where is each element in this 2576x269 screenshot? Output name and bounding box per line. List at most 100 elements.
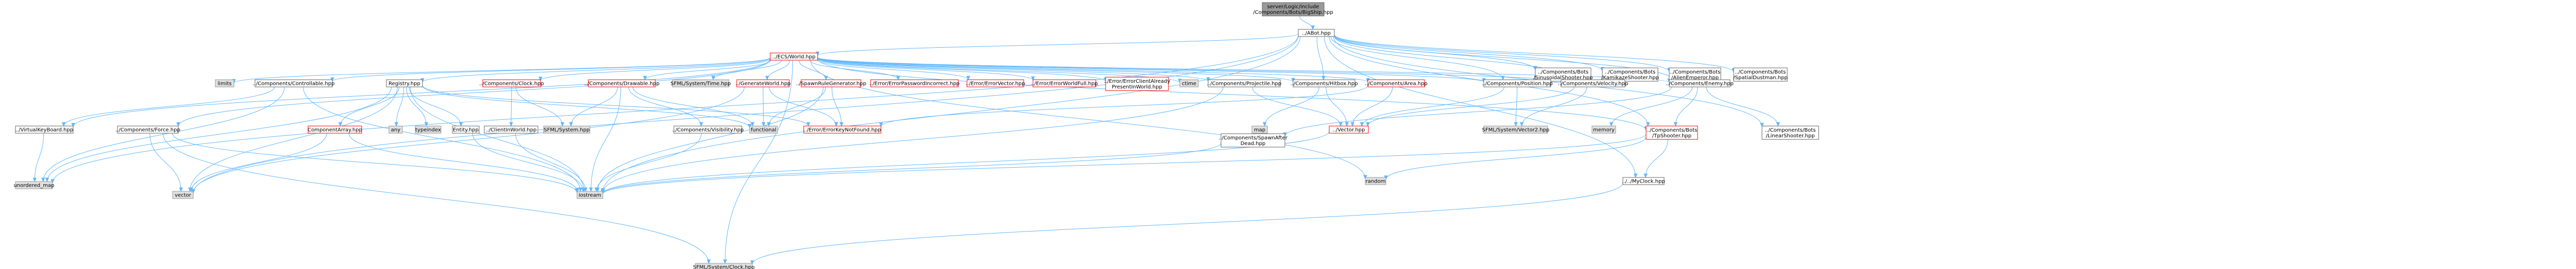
node-label: ../Components/Position.hpp xyxy=(1482,81,1553,87)
node-label: /TpShooter.hpp xyxy=(1652,133,1691,139)
edge-arrowhead xyxy=(394,122,399,127)
edge-ecsworld-to-projectile xyxy=(817,58,1210,82)
node-random: random xyxy=(1365,177,1386,185)
node-box xyxy=(1646,125,1698,140)
node-spatial[interactable]: ../Components/Bots/SpatialDustman.hpp xyxy=(1733,67,1788,82)
edge-ecsworld-to-genworld xyxy=(765,60,790,81)
node-label: ../Vector.hpp xyxy=(1333,128,1365,133)
node-alien[interactable]: ../Components/Bots/AlienEmperor.hpp xyxy=(1669,67,1721,82)
edge-enemy-to-memory xyxy=(1609,86,1693,127)
node-clientinworld[interactable]: ../ClientInWorld.hpp xyxy=(484,125,538,134)
node-vector: vector xyxy=(172,191,194,199)
node-comparray[interactable]: ComponentArray.hpp xyxy=(308,125,362,134)
node-box xyxy=(215,79,234,87)
node-force[interactable]: ../Components/Force.hpp xyxy=(115,125,180,134)
edge-area-to-vector_hpp xyxy=(1350,86,1393,127)
edge-genworld-to-errkey xyxy=(769,86,838,127)
node-registry[interactable]: Registry.hpp xyxy=(386,79,423,87)
node-linear[interactable]: ../Components/Bots/LinearShooter.hpp xyxy=(1761,125,1819,140)
node-box xyxy=(452,125,480,134)
node-abot[interactable]: ../ABot.hpp xyxy=(1298,29,1335,37)
edge-registry-to-any xyxy=(394,86,404,127)
node-box xyxy=(588,79,656,87)
node-visibility[interactable]: ../Components/Visibility.hpp xyxy=(672,125,744,134)
node-entity[interactable]: Entity.hpp xyxy=(452,125,480,134)
node-errwf[interactable]: ../Error/ErrorWorldFull.hpp xyxy=(1031,79,1098,87)
node-ttpshooter[interactable]: ../Components/Bots/TpShooter.hpp xyxy=(1646,125,1698,140)
edge-arrowhead xyxy=(509,122,513,127)
edge-arrowhead xyxy=(806,122,810,127)
edge-arrowhead xyxy=(594,187,599,192)
node-ecsworld[interactable]: ../ECS/World.hpp xyxy=(770,52,818,61)
edge-drawable-to-sfmlsystem xyxy=(569,86,618,127)
edge-arrowhead xyxy=(966,76,971,81)
node-box xyxy=(415,125,442,134)
node-drawable[interactable]: ../Components/Drawable.hpp xyxy=(584,79,659,87)
node-vkb[interactable]: ../VirtualKeyBoard.hpp xyxy=(15,125,74,134)
edge-arrowhead xyxy=(176,122,180,127)
edge-arrowhead xyxy=(761,122,766,127)
node-sfmltime: SFML/System/Time.hpp xyxy=(670,79,731,87)
node-root[interactable]: server/Logic/include/Components/Bots/Big… xyxy=(1253,2,1333,16)
edge-arrowhead xyxy=(569,122,573,127)
edges-layer xyxy=(32,15,1780,265)
node-enemy[interactable]: ../Components/Enemy.hpp xyxy=(1666,79,1734,87)
node-label: /SinusoidalShooter.hpp xyxy=(1534,75,1593,81)
node-box xyxy=(1293,79,1355,87)
edge-arrowhead xyxy=(1643,173,1648,178)
node-errclient[interactable]: ../Error/ErrorClientAlreadyPresentInWorl… xyxy=(1104,77,1171,91)
node-spawnrule[interactable]: ../SpawnRuleGenerator.hpp xyxy=(796,79,867,87)
edge-arrowhead xyxy=(1633,173,1638,178)
node-box xyxy=(1179,79,1199,87)
edge-vkb-to-unordered_map xyxy=(32,133,44,183)
node-clock[interactable]: ../Components/Clock.hpp xyxy=(479,79,544,87)
edge-velocity-to-vector_hpp xyxy=(1366,86,1574,127)
node-hitbox[interactable]: ../Components/Hitbox.hpp xyxy=(1291,79,1358,87)
edge-arrowhead xyxy=(1519,122,1524,127)
node-label: PresentInWorld.hpp xyxy=(1112,84,1162,90)
node-errvec[interactable]: ../Error/ErrorVector.hpp xyxy=(965,79,1025,87)
edge-arrowhead xyxy=(1350,122,1354,127)
node-box xyxy=(1591,125,1616,134)
node-position[interactable]: ../Components/Position.hpp xyxy=(1482,79,1553,87)
node-velocity[interactable]: ../Components/Velocity.hpp xyxy=(1558,79,1628,87)
edge-ttpshooter-to-iostream xyxy=(601,134,1647,195)
node-box xyxy=(870,79,959,87)
node-label: ../Components/Projectile.hpp xyxy=(1207,81,1282,87)
node-memory: memory xyxy=(1591,125,1616,134)
edge-arrowhead xyxy=(839,122,844,127)
node-box xyxy=(1221,133,1285,148)
node-controllable[interactable]: ../Components/Controllable.hpp xyxy=(253,79,335,87)
node-area[interactable]: ../Components/Area.hpp xyxy=(1365,79,1428,87)
node-projectile[interactable]: ../Components/Projectile.hpp xyxy=(1207,79,1282,87)
edge-ecsworld-to-vkb xyxy=(71,59,771,128)
node-box xyxy=(577,191,603,199)
node-box xyxy=(482,79,541,87)
node-label: ComponentArray.hpp xyxy=(308,128,362,133)
edge-controllable-to-iostream xyxy=(303,86,583,192)
node-label: ../ECS/World.hpp xyxy=(772,55,816,60)
edge-arrowhead xyxy=(1776,122,1780,127)
node-box xyxy=(695,263,753,269)
edge-ecsworld-to-sfmlclock xyxy=(723,60,793,264)
edge-clock-to-clientinworld xyxy=(509,86,513,127)
edge-force-to-iostream xyxy=(172,133,579,194)
node-sinus[interactable]: ../Components/Bots/SinusoidalShooter.hpp xyxy=(1534,67,1593,82)
node-typeindex: typeindex xyxy=(415,125,442,134)
node-kamikaze[interactable]: ../Components/Bots/KamikazeShooter.hpp xyxy=(1601,67,1659,82)
node-label: any xyxy=(391,128,400,133)
node-errkey[interactable]: ../Error/ErrorKeyNotFound.hpp xyxy=(803,125,882,134)
node-vector_hpp[interactable]: ../Vector.hpp xyxy=(1329,125,1369,134)
edge-ecsworld-to-area xyxy=(817,57,1370,83)
node-myclock[interactable]: ../../MyClock.hpp xyxy=(1622,177,1665,185)
edge-arrowhead xyxy=(711,76,716,81)
node-label: ../Components/Controllable.hpp xyxy=(253,81,335,87)
edge-arrowhead xyxy=(179,187,183,192)
node-box xyxy=(1208,79,1281,87)
node-box xyxy=(1262,2,1325,16)
edge-arrowhead xyxy=(560,122,565,127)
edge-projectile-to-vector_hpp xyxy=(1252,86,1343,127)
node-errpass[interactable]: ../Error/ErrorPasswordIncorrect.hpp xyxy=(869,79,960,87)
node-genworld[interactable]: ../GenerateWorld.hpp xyxy=(735,79,791,87)
